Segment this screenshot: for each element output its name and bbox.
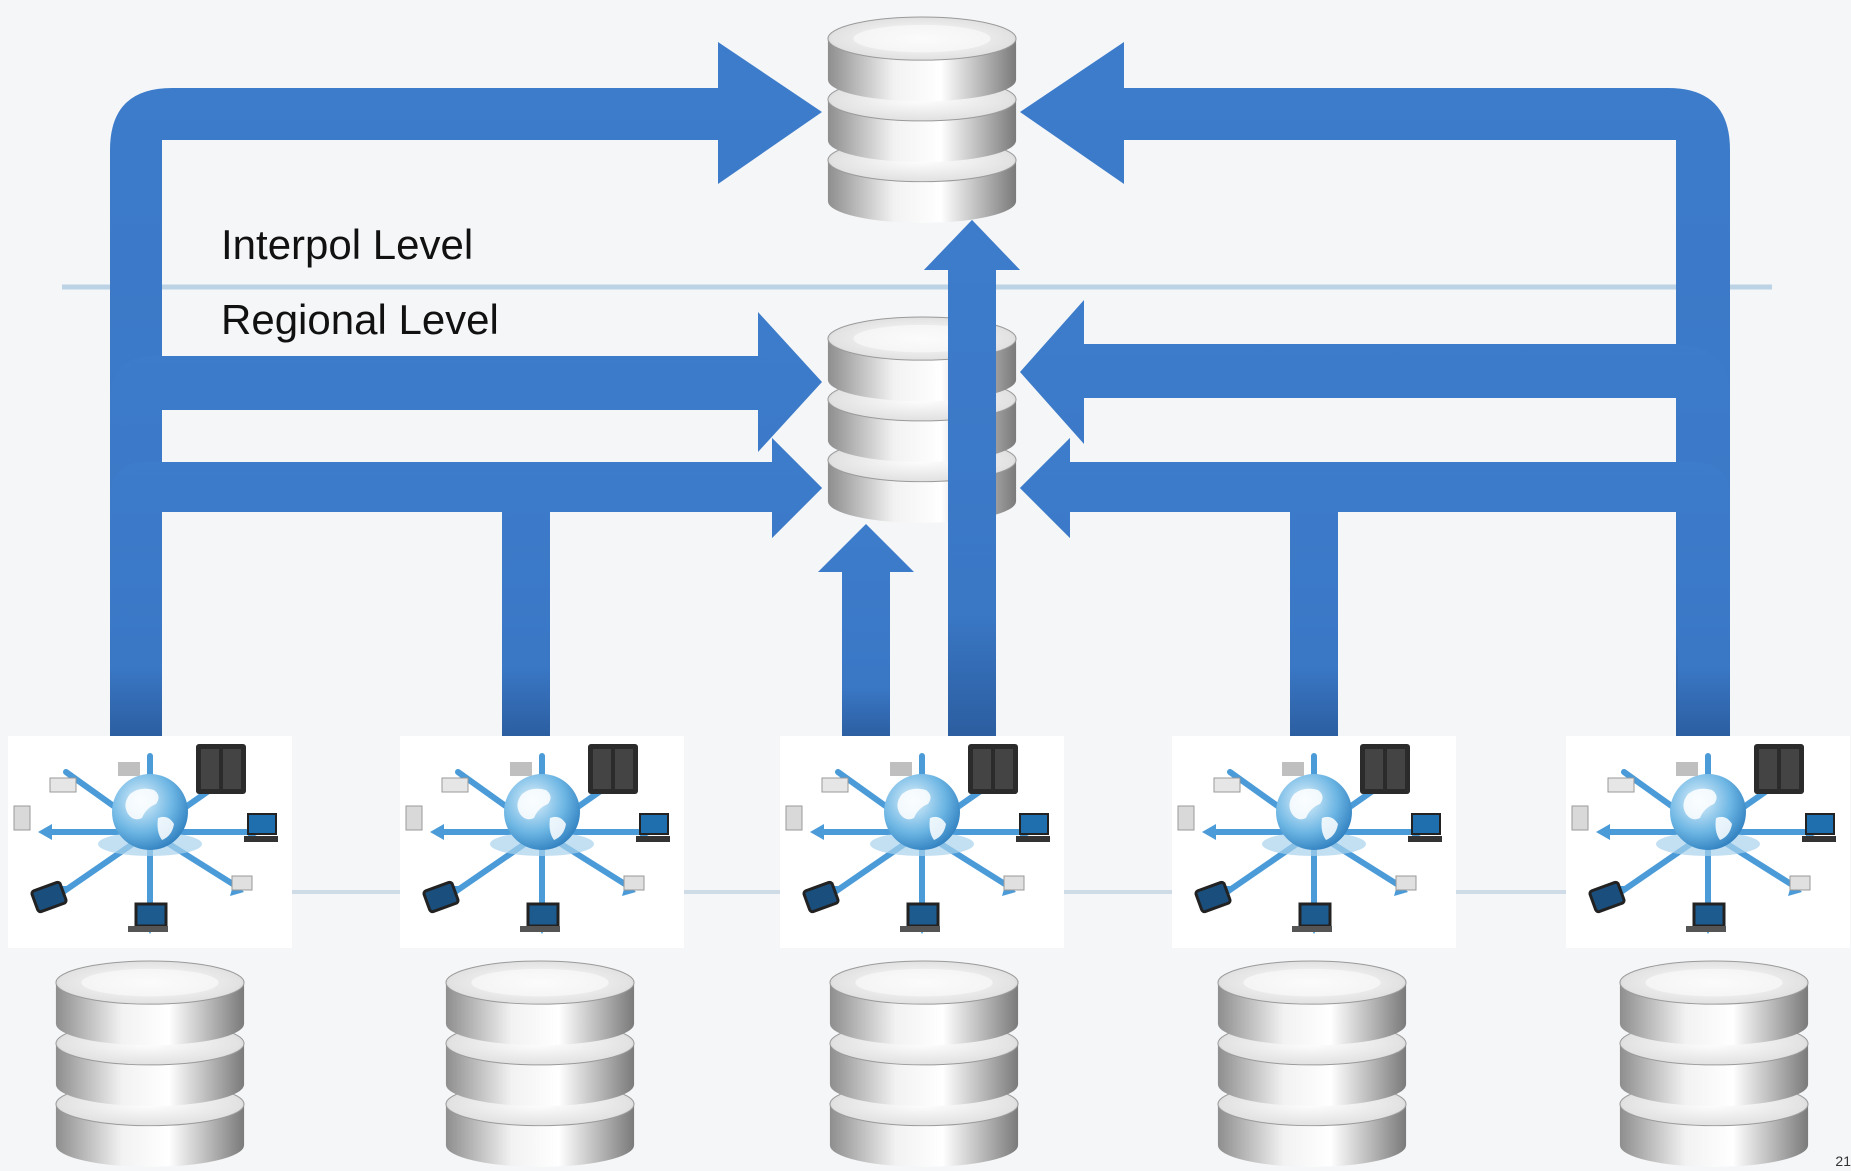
page-number: 21 [1835, 1153, 1851, 1169]
national-database-icon-5 [1619, 960, 1809, 1168]
arrow-node3-to-regional [818, 524, 914, 740]
arrow-node1-to-interpol [110, 42, 822, 740]
national-network-icon-5 [1566, 736, 1850, 948]
national-network-icon-3 [780, 736, 1064, 948]
regional-level-label: Regional Level [221, 296, 499, 343]
arrow-node3-to-interpol-front [924, 220, 1020, 740]
national-network-icon-2 [400, 736, 684, 948]
national-network-icon-4 [1172, 736, 1456, 948]
interpol-database-icon [827, 16, 1017, 224]
interpol-level-label: Interpol Level [221, 221, 474, 268]
data-flow-arrows [110, 42, 1730, 740]
national-database-icon-2 [445, 960, 635, 1168]
arrow-node5-to-interpol [1020, 42, 1730, 740]
national-database-icon-4 [1217, 960, 1407, 1168]
national-database-icon-3 [829, 960, 1019, 1168]
arrow-node5-to-regional [1020, 300, 1730, 740]
national-network-icon-1 [8, 736, 292, 948]
arrow-node1-to-regional [110, 312, 822, 740]
arrow-node5-to-regional-lower [1020, 438, 1730, 740]
arrow-node2-to-regional [502, 438, 822, 740]
national-database-icon-1 [55, 960, 245, 1168]
